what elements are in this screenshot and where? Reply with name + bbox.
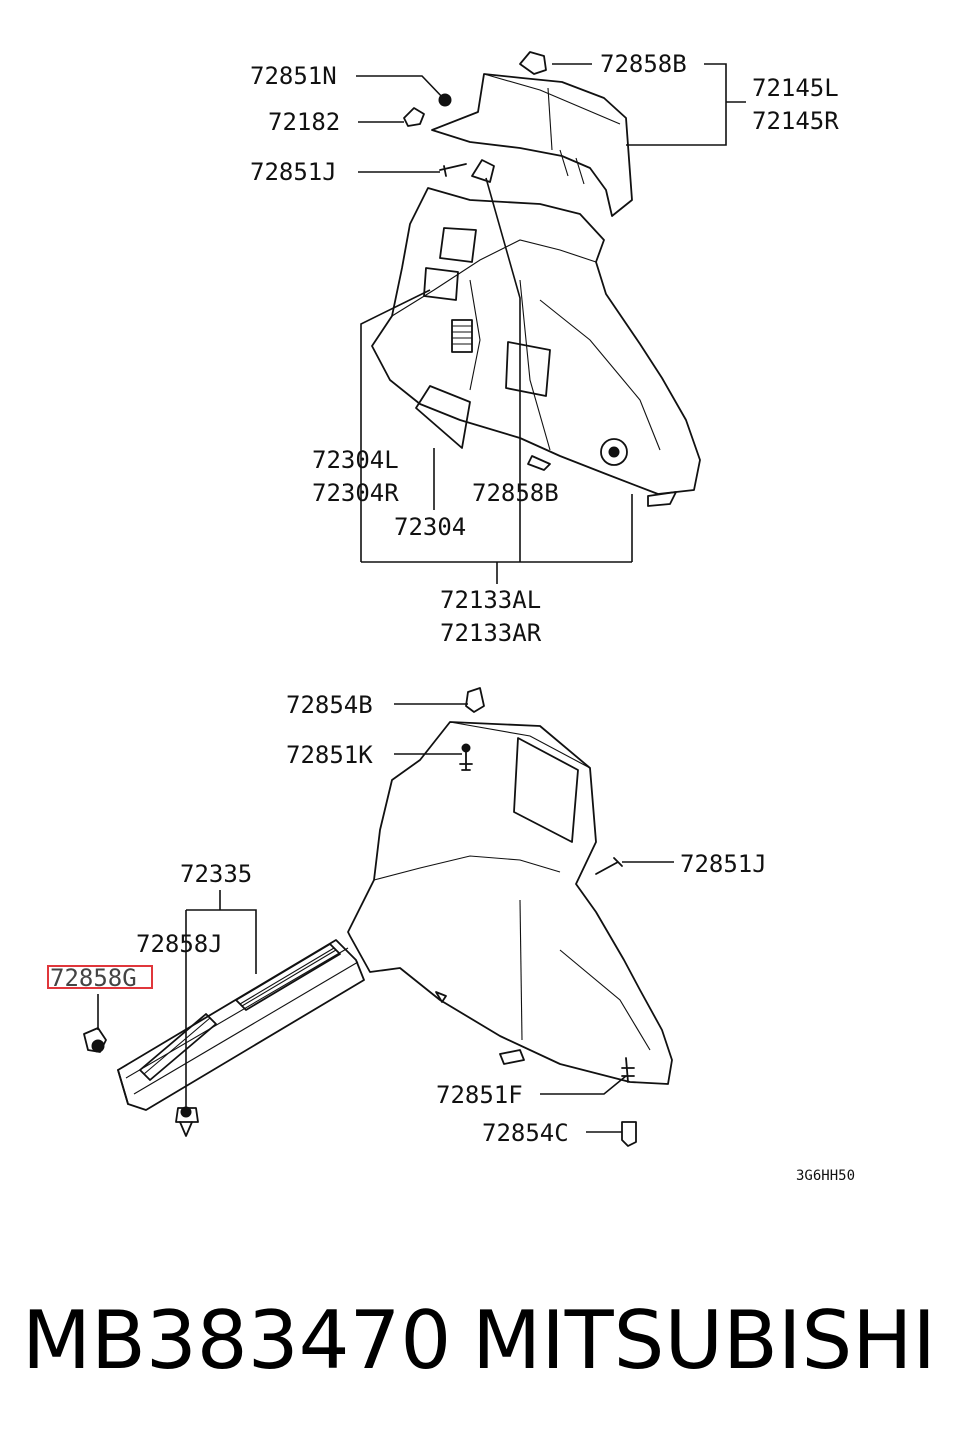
quarter-trim-upper [371, 187, 701, 507]
cap-72182 [403, 107, 425, 127]
clip-72858G [83, 1027, 107, 1053]
clip-72858B-mid [471, 159, 495, 183]
clip-72858J [175, 1106, 199, 1137]
label-72858G: 72858G [50, 964, 137, 992]
label-72133AL: 72133AL [440, 586, 541, 614]
label-72133AR: 72133AR [440, 619, 542, 647]
lower-leaders [97, 703, 674, 1133]
diagram-code: 3G6HH50 [796, 1168, 855, 1184]
label-72304: 72304 [394, 513, 466, 541]
label-72182: 72182 [268, 108, 340, 136]
scuff-plate-72335 [117, 939, 365, 1111]
label-72851F: 72851F [436, 1081, 523, 1109]
label-72851N: 72851N [250, 62, 337, 90]
label-72304R: 72304R [312, 479, 399, 507]
label-72145L: 72145L [752, 74, 839, 102]
label-72145R: 72145R [752, 107, 839, 135]
screw-72851J-bottom [595, 857, 623, 875]
clip-72858B-top [519, 51, 547, 75]
label-72851J-bottom: 72851J [680, 850, 767, 878]
screw-72851F [621, 1057, 635, 1083]
label-72335: 72335 [180, 860, 252, 888]
label-72858B-top: 72858B [600, 50, 687, 78]
highlight-box-72858G [47, 965, 153, 989]
label-72858B-mid: 72858B [472, 479, 559, 507]
label-72304L: 72304L [312, 446, 399, 474]
upper-leaders [356, 63, 746, 584]
screw-72851J-top [439, 163, 467, 177]
upper-trim-panel [431, 73, 633, 217]
lower-assembly: 72854B 72851K 72851J 72335 72858J 72858G… [47, 687, 855, 1184]
fastener-72854C [621, 1121, 637, 1147]
footer-caption: MB383470 MITSUBISHI [0, 1285, 960, 1395]
label-72854B: 72854B [286, 691, 373, 719]
label-72851K: 72851K [286, 741, 373, 769]
label-72851J-top: 72851J [250, 158, 337, 186]
part-number: MB383470 [22, 1293, 452, 1387]
brand-name: MITSUBISHI [472, 1293, 936, 1387]
clip-72854B [465, 687, 485, 713]
quarter-trim-lower [347, 721, 673, 1085]
label-72858J: 72858J [136, 930, 223, 958]
upper-assembly: 72851N 72858B 72145L 72145R 72182 72851J… [250, 50, 839, 647]
label-72854C: 72854C [482, 1119, 569, 1147]
